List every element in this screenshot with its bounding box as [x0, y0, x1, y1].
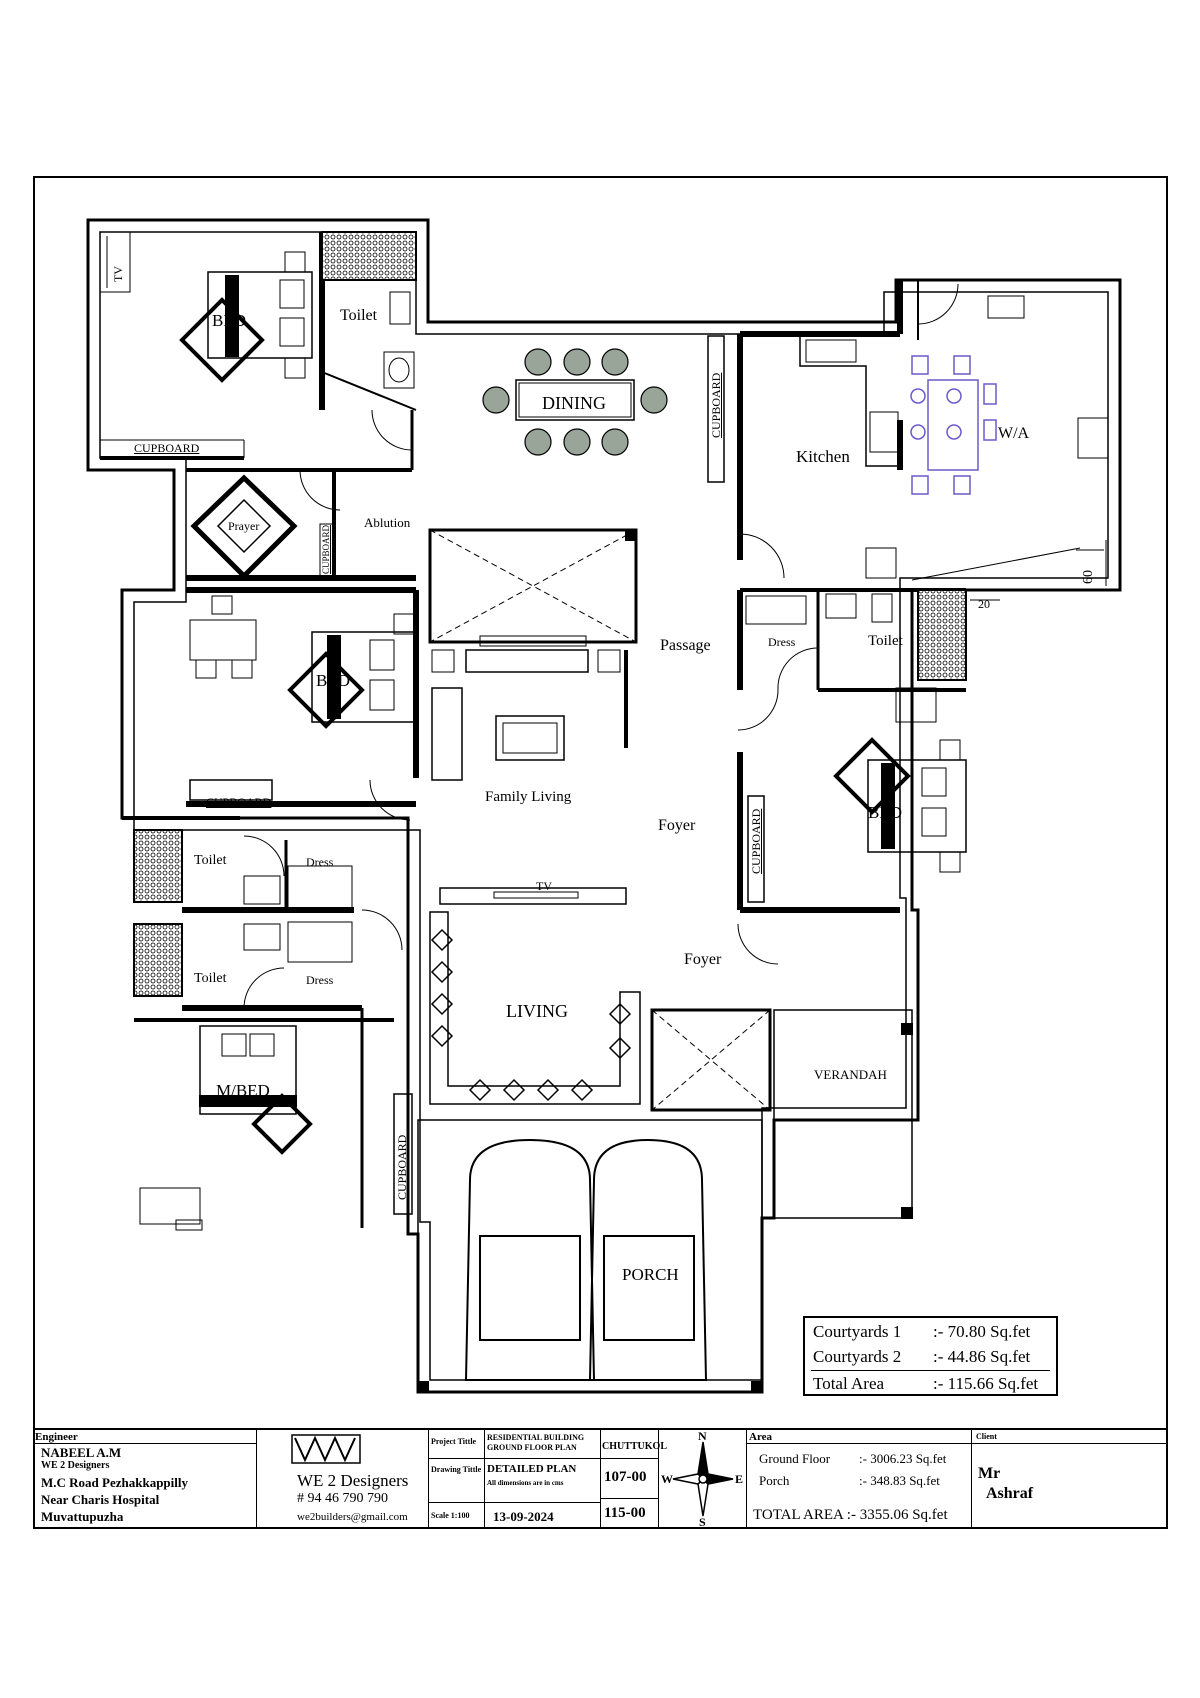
engineer-cell: Engineer NABEEL A.M WE 2 Designers M.C R… — [33, 1430, 257, 1529]
brand-email: we2builders@gmail.com — [297, 1511, 408, 1523]
area-value-courtyard-2: :- 44.86 Sq.fet — [933, 1347, 1031, 1366]
area-row-courtyard-2: Courtyards 2 — [813, 1347, 902, 1366]
area-label: Area — [749, 1431, 773, 1443]
room-label-bed-w: BED — [316, 671, 350, 690]
room-label-tv-center: TV — [536, 879, 552, 893]
compass-n: N — [698, 1429, 707, 1443]
area-value-total: :- 115.66 Sq.fet — [933, 1374, 1039, 1393]
area-row-total: Total Area — [813, 1374, 885, 1393]
ground-floor-value: :- 3006.23 Sq.fet — [859, 1451, 947, 1466]
ground-floor-label: Ground Floor — [759, 1451, 831, 1466]
client-label: Client — [976, 1432, 997, 1441]
dimension-20: 20 — [978, 597, 990, 611]
site-cell: CHUTTUKOL 107-00 115-00 — [601, 1430, 667, 1529]
compass-rose-icon — [672, 1441, 734, 1517]
drawing-title: DETAILED PLAN — [487, 1463, 577, 1475]
brand-phone: # 94 46 790 790 — [297, 1491, 388, 1506]
courtyard-area-table: Courtyards 1 :- 70.80 Sq.fet Courtyards … — [803, 1316, 1058, 1396]
drawing-date: 13-09-2024 — [493, 1509, 554, 1524]
room-label-wa: W/A — [998, 425, 1030, 442]
area-row-courtyard-1: Courtyards 1 — [813, 1322, 902, 1341]
site-name: CHUTTUKOL — [602, 1441, 668, 1452]
dimension-2: 115-00 — [604, 1505, 646, 1521]
cupboard-label-mbed: CUPBOARD — [395, 1134, 409, 1200]
room-label-toilet-w1: Toilet — [194, 853, 227, 868]
title-block: Engineer NABEEL A.M WE 2 Designers M.C R… — [33, 1428, 1168, 1529]
logo-cell: WE 2 Designers # 94 46 790 790 we2builde… — [257, 1430, 429, 1529]
room-label-prayer: Prayer — [228, 519, 260, 533]
brand-name: WE 2 Designers — [297, 1471, 409, 1490]
drawing-note: All dimensions are in cms — [487, 1479, 564, 1487]
address-line-1: M.C Road Pezhakkappilly — [41, 1475, 188, 1490]
dimension-1: 107-00 — [604, 1469, 647, 1485]
cupboard-label-bed-e: CUPBOARD — [749, 808, 763, 874]
room-label-family-living: Family Living — [485, 789, 572, 805]
drawing-title-label: Drawing Tittle — [431, 1465, 482, 1474]
cupboard-label-prayer: CUPBOARD — [321, 524, 331, 574]
dimension-60: 60 — [1081, 570, 1096, 584]
room-label-dress-w2: Dress — [306, 973, 334, 987]
project-values-cell: RESIDENTIAL BUILDING GROUND FLOOR PLAN D… — [485, 1430, 601, 1529]
engineer-label: Engineer — [35, 1431, 78, 1443]
compass-cell: N S W E — [659, 1430, 747, 1529]
address-line-3: Muvattupuzha — [41, 1509, 124, 1524]
compass-w: W — [661, 1472, 673, 1486]
room-label-toilet-w2: Toilet — [194, 971, 227, 986]
room-label-foyer-1: Foyer — [658, 817, 696, 834]
room-label-tv-nw: TV — [111, 266, 125, 282]
room-label-toilet-e: Toilet — [868, 633, 903, 649]
compass-e: E — [735, 1472, 744, 1486]
we2-logo-icon — [291, 1434, 361, 1464]
room-label-passage: Passage — [660, 637, 711, 654]
room-label-porch: PORCH — [622, 1265, 679, 1284]
project-subtitle: GROUND FLOOR PLAN — [487, 1443, 577, 1452]
porch-label: Porch — [759, 1473, 790, 1488]
room-label-dress-e: Dress — [768, 635, 796, 649]
cupboard-label-dining: CUPBOARD — [709, 372, 723, 438]
room-label-foyer-2: Foyer — [684, 951, 722, 968]
project-title: RESIDENTIAL BUILDING — [487, 1433, 585, 1442]
area-value-courtyard-1: :- 70.80 Sq.fet — [933, 1322, 1031, 1341]
cupboard-label-nw: CUPBOARD — [134, 441, 200, 455]
client-name-line-2: Ashraf — [986, 1485, 1034, 1502]
client-cell: Client Mr Ashraf — [972, 1430, 1166, 1529]
room-label-kitchen: Kitchen — [796, 447, 850, 466]
compass-s: S — [699, 1515, 706, 1529]
project-title-label: Project Tittle — [431, 1437, 477, 1446]
area-cell: Area Ground Floor :- 3006.23 Sq.fet Porc… — [747, 1430, 972, 1529]
project-labels-cell: Project Tittle Drawing Tittle Scale 1:10… — [429, 1430, 485, 1529]
total-area: TOTAL AREA :- 3355.06 Sq.fet — [753, 1507, 948, 1523]
room-label-toilet-nw: Toilet — [340, 307, 378, 324]
scale-label: Scale 1:100 — [431, 1511, 470, 1520]
address-line-2: Near Charis Hospital — [41, 1492, 160, 1507]
porch-value: :- 348.83 Sq.fet — [859, 1473, 940, 1488]
firm-name: WE 2 Designers — [41, 1460, 110, 1471]
room-label-verandah: VERANDAH — [814, 1067, 887, 1082]
cupboard-label-bed-w: CUPBOARD — [206, 795, 272, 809]
room-label-bed-nw: BED — [212, 311, 246, 330]
room-label-dining: DINING — [542, 393, 606, 413]
room-label-mbed: M/BED — [216, 1081, 270, 1100]
room-label-ablution: Ablution — [364, 515, 411, 530]
room-label-dress-w1: Dress — [306, 855, 334, 869]
client-name-line-1: Mr — [978, 1465, 1001, 1482]
engineer-name: NABEEL A.M — [41, 1445, 122, 1460]
room-label-living: LIVING — [506, 1001, 568, 1021]
room-label-bed-e: BED — [868, 803, 902, 822]
